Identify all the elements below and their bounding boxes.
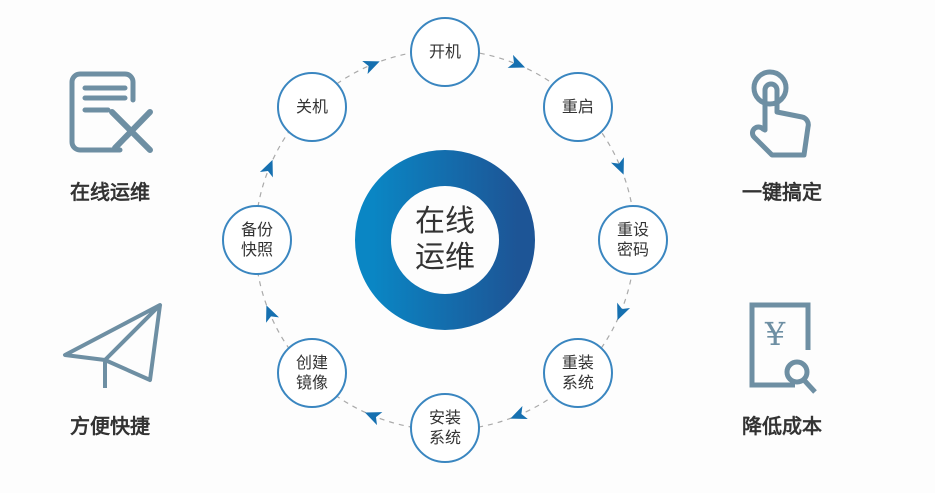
cycle-node: 重设 密码 xyxy=(598,205,668,275)
feature-online-ops: 在线运维 xyxy=(70,180,150,204)
svg-text:¥: ¥ xyxy=(764,315,786,353)
feature-one-click: 一键搞定 xyxy=(742,180,822,204)
arrow-head-icon xyxy=(259,159,273,178)
cycle-node: 安装 系统 xyxy=(410,393,480,463)
arrow-head-icon xyxy=(507,54,526,68)
yen-document-icon: ¥ xyxy=(749,302,817,394)
feature-convenient: 方便快捷 xyxy=(70,414,150,438)
cycle-node: 创建 镜像 xyxy=(277,337,348,408)
hand-pointer-icon xyxy=(750,69,811,158)
center-ring xyxy=(355,150,535,330)
cycle-node: 开机 xyxy=(410,17,480,87)
document-tools-icon xyxy=(69,71,153,153)
center-label: 在线 运维 xyxy=(415,204,475,275)
arrow-head-icon xyxy=(611,157,624,175)
paper-plane-icon xyxy=(63,303,162,388)
cycle-node: 重装 系统 xyxy=(542,337,613,408)
arrow-head-icon xyxy=(364,412,383,426)
cycle-node: 备份 快照 xyxy=(222,205,292,275)
arrow-head-icon xyxy=(362,61,380,74)
arrow-head-icon xyxy=(266,305,279,323)
arrow-head-icon xyxy=(617,302,631,321)
cycle-node: 重启 xyxy=(542,72,613,143)
cycle-node: 关机 xyxy=(277,72,348,143)
arrow-head-icon xyxy=(510,406,528,419)
feature-reduce-cost: 降低成本 xyxy=(742,414,822,438)
